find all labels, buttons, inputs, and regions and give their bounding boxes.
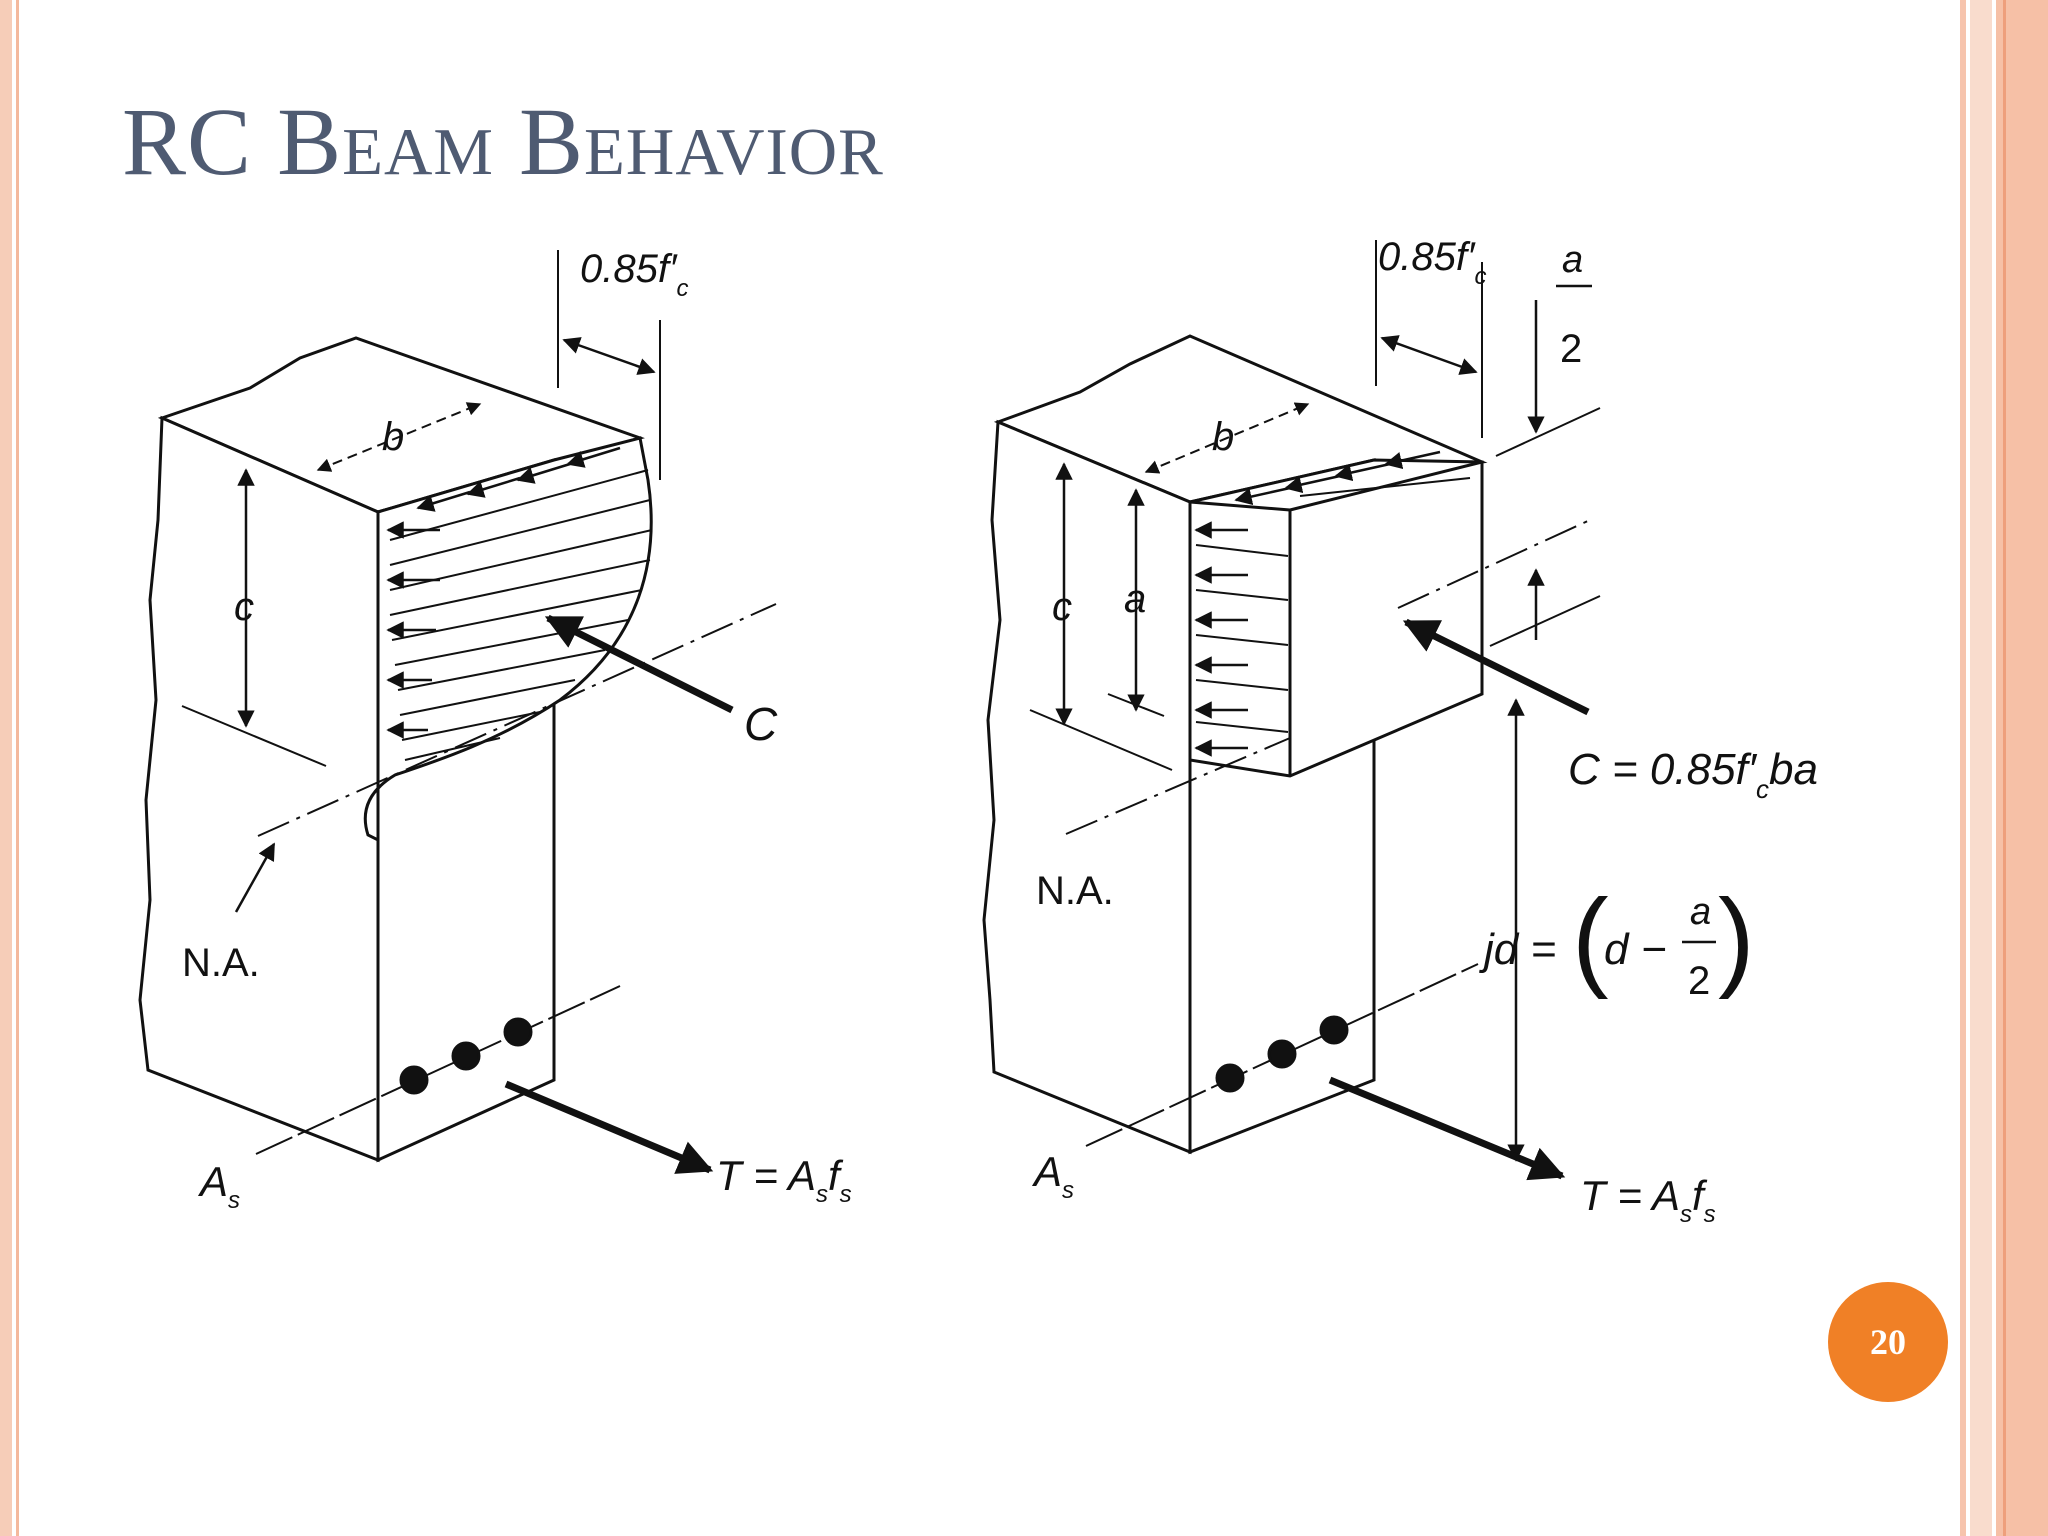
- left-beam-side-face: [138, 415, 380, 1163]
- left-na-pointer: [234, 842, 276, 913]
- left-figure-labels: 0.85f′c b c C N.A. As T = Asfs: [182, 247, 852, 1214]
- left-stress-block: [363, 436, 653, 843]
- right-centroid-line: [1397, 519, 1591, 609]
- right-half-a-numerator: a: [1562, 239, 1583, 281]
- right-lever-d: d −: [1604, 925, 1666, 974]
- right-a-baseline: [1107, 693, 1165, 717]
- right-depth-a-label: a: [1124, 577, 1146, 621]
- right-border-band-inner: [1960, 0, 1966, 1536]
- right-mid-guide-line: [1489, 595, 1601, 647]
- right-border-band-middle: [1970, 0, 1992, 1536]
- left-border-band: [0, 0, 12, 1536]
- right-lever-close-paren: ): [1718, 877, 1755, 1000]
- right-stress-block-top-edge: [1189, 500, 1291, 512]
- left-neutral-axis-line: [257, 603, 777, 837]
- left-tension-force-arrow: [504, 1080, 714, 1174]
- left-steel-line: [255, 985, 621, 1155]
- left-force-c-label: C: [744, 698, 778, 750]
- right-beam-side-face: [982, 419, 1192, 1155]
- right-b-dimension: [1144, 402, 1310, 474]
- right-beam-diagram: [982, 240, 1601, 1181]
- right-stress-label: 0.85f′c: [1378, 235, 1486, 290]
- left-width-label: b: [382, 415, 404, 459]
- right-stress-hatching: [1195, 477, 1471, 733]
- right-lever-label: jd =: [1479, 925, 1556, 974]
- page-number-badge: 20: [1828, 1282, 1948, 1402]
- right-neutral-axis-line: [1065, 737, 1291, 835]
- slide-title: RC Beam Behavior: [122, 88, 884, 195]
- right-steel-bar-1: [1215, 1063, 1245, 1093]
- right-steel-bar-2: [1267, 1039, 1297, 1069]
- right-half-a-denominator: 2: [1560, 327, 1582, 371]
- right-c-baseline: [1029, 709, 1173, 771]
- left-c-baseline: [181, 705, 327, 767]
- left-compression-force-arrow: [544, 614, 734, 714]
- left-depth-label: c: [234, 585, 254, 629]
- right-lever-open-paren: (: [1572, 877, 1609, 1000]
- right-stress-block: [1188, 458, 1484, 778]
- right-depth-c-label: c: [1052, 585, 1072, 629]
- left-front-stress-arrows: [386, 521, 440, 739]
- left-stress-dimension: [562, 337, 656, 375]
- right-compression-force-arrow: [1402, 618, 1590, 716]
- right-stress-dimension: [1380, 335, 1478, 375]
- right-top-stress-arrows: [1234, 450, 1441, 506]
- left-steel-bar-2: [451, 1041, 481, 1071]
- left-stress-hatching: [389, 469, 653, 761]
- left-steel-label: As: [197, 1158, 240, 1214]
- left-border-line: [16, 0, 19, 1536]
- left-steel-bar-3: [503, 1017, 533, 1047]
- right-na-label: N.A.: [1036, 869, 1114, 913]
- right-top-guide-line: [1495, 407, 1601, 457]
- right-tension-label: T = Asfs: [1580, 1172, 1716, 1228]
- left-stress-label: 0.85f′c: [580, 247, 688, 302]
- left-beam-diagram: [138, 250, 777, 1174]
- right-figure-labels: 0.85f′c a 2 b c a C = 0.85f′cba N.A. jd …: [1031, 235, 1818, 1228]
- right-steel-label: As: [1031, 1148, 1074, 1204]
- right-lever-denominator: 2: [1688, 959, 1710, 1003]
- left-tension-label: T = Asfs: [716, 1152, 852, 1208]
- right-force-c-label: C = 0.85f′cba: [1568, 745, 1818, 804]
- left-steel-bar-1: [399, 1065, 429, 1095]
- left-top-stress-arrows: [416, 446, 621, 512]
- right-width-label: b: [1212, 415, 1234, 459]
- left-na-label: N.A.: [182, 941, 260, 985]
- right-tension-force-arrow: [1328, 1076, 1566, 1181]
- right-border-line: [2003, 0, 2006, 1536]
- left-b-dimension: [316, 402, 482, 472]
- right-steel-bar-3: [1319, 1015, 1349, 1045]
- right-lever-numerator: a: [1690, 891, 1711, 933]
- right-front-stress-arrows: [1194, 521, 1248, 757]
